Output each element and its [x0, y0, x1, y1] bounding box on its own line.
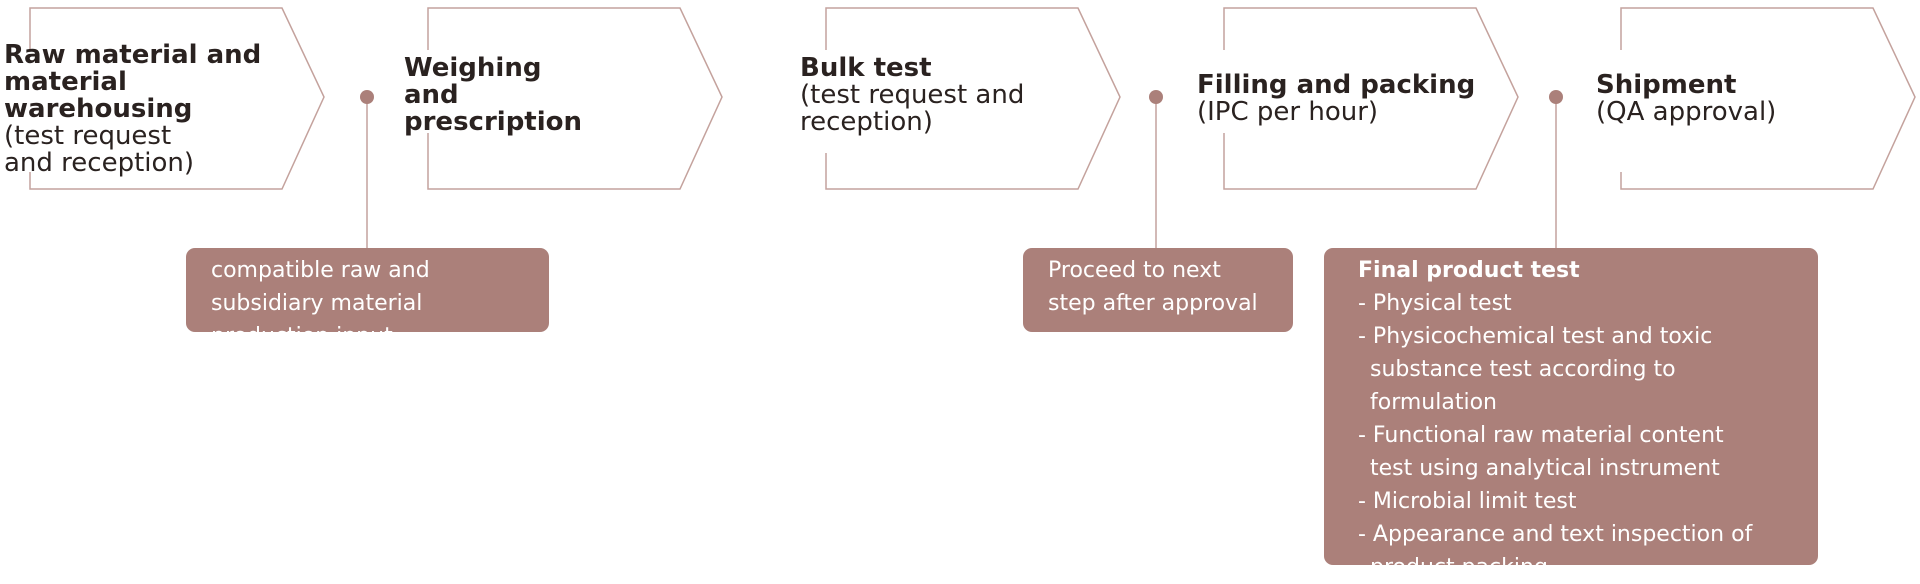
note-3-title: Final product test: [1358, 258, 1580, 283]
connector-dot-3: [1549, 90, 1563, 104]
step-5-subtitle: (QA approval): [1596, 97, 1777, 127]
step-1: Raw material and material warehousing (t…: [4, 42, 274, 177]
step-1-subtitle: (test request and reception): [4, 121, 195, 178]
note-3-item-2: - Physicochemical test and toxic substan…: [1358, 324, 1713, 415]
note-2-text: Proceed to next step after approval: [1048, 258, 1258, 316]
step-3-subtitle: (test request and reception): [800, 80, 1025, 137]
connector-dot-2: [1149, 90, 1163, 104]
step-2-title: Weighing and prescription: [404, 53, 583, 137]
note-box-2: Proceed to next step after approval: [1023, 248, 1293, 332]
step-3: Bulk test (test request and reception): [800, 55, 1030, 136]
note-box-3: Final product test - Physical test - Phy…: [1324, 248, 1818, 580]
step-1-title: Raw material and material warehousing: [4, 40, 262, 124]
step-5: Shipment (QA approval): [1596, 72, 1776, 126]
step-4: Filling and packing (IPC per hour): [1197, 72, 1475, 126]
chevron-outline-step-4: [1223, 7, 1519, 190]
chevron-outline-step-2: [427, 7, 723, 190]
step-3-title: Bulk test: [800, 53, 932, 83]
process-flow-shapes: [29, 7, 1916, 248]
step-5-title: Shipment: [1596, 70, 1737, 100]
chevron-outline-step-3: [825, 7, 1121, 190]
note-3-item-1: - Physical test: [1358, 291, 1512, 316]
step-4-title: Filling and packing: [1197, 70, 1476, 100]
step-2: Weighing and prescription: [404, 55, 604, 136]
chevron-outline-step-1: [29, 7, 325, 190]
note-1-text: compatible raw and subsidiary material p…: [211, 258, 430, 349]
note-3-item-5: - Appearance and text inspection of prod…: [1358, 522, 1753, 580]
note-3-item-4: - Microbial limit test: [1358, 489, 1577, 514]
chevron-outline-step-5: [1620, 7, 1916, 190]
note-3-item-3: - Functional raw material content test u…: [1358, 423, 1724, 481]
connector-dot-1: [360, 90, 374, 104]
step-4-subtitle: (IPC per hour): [1197, 97, 1379, 127]
note-box-1: compatible raw and subsidiary material p…: [186, 248, 549, 349]
